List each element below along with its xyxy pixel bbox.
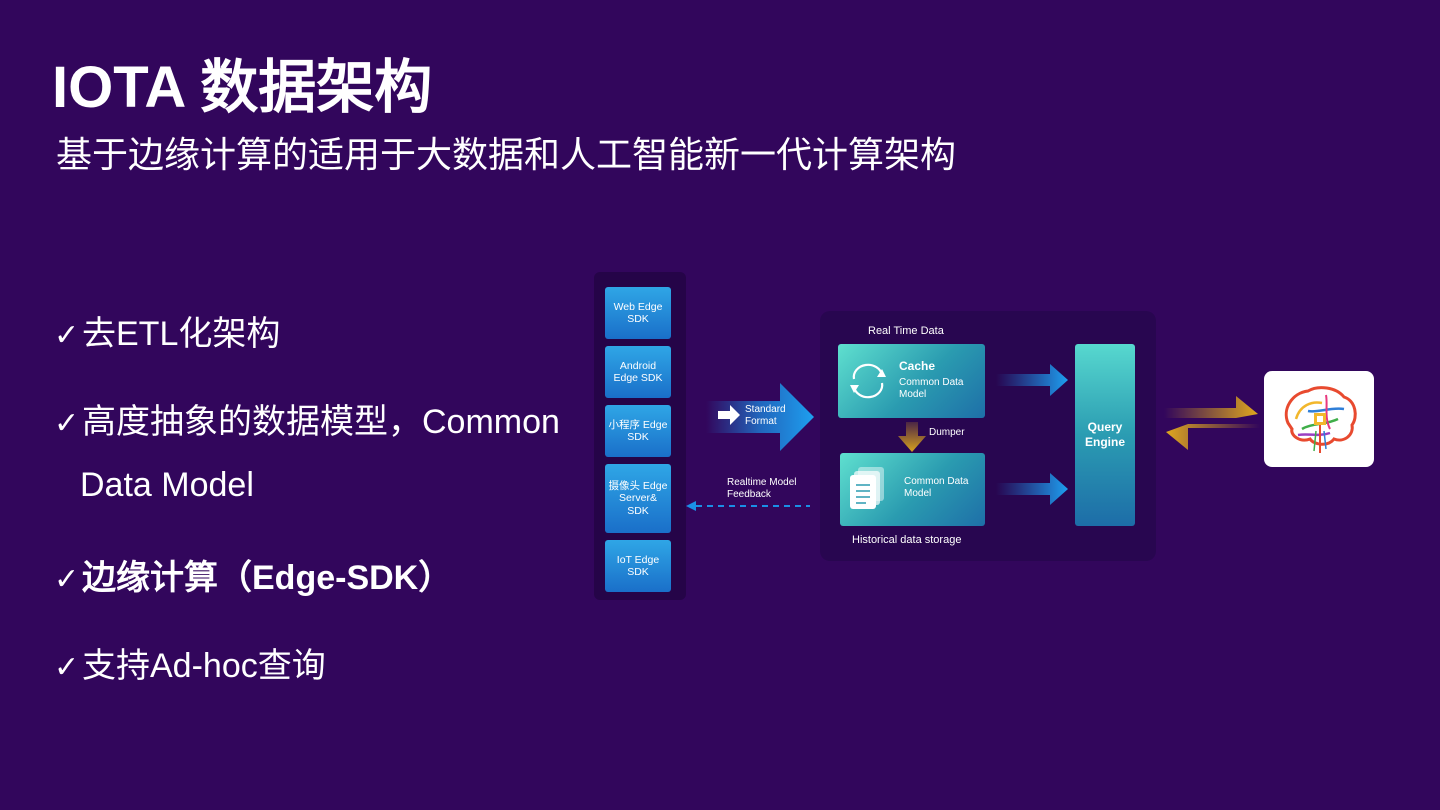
feature-item-etl: ✓ 去ETL化架构 [54,306,280,355]
feature-item-edge: ✓ 边缘计算（Edge-SDK） [54,550,452,599]
sdk-column: Web Edge SDK Android Edge SDK 小程序 Edge S… [594,272,686,600]
check-icon: ✓ [54,407,80,440]
sdk-box-android: Android Edge SDK [605,346,671,398]
real-time-data-label: Real Time Data [868,325,944,337]
document-stack-icon [850,467,884,509]
historical-storage-label: Historical data storage [852,534,962,546]
feedback-arrow [686,501,810,511]
cache-box: Cache Common Data Model [838,344,985,418]
feature-text: 边缘计算（Edge-SDK） [82,559,453,597]
feature-text: 支持Ad-hoc查询 [82,647,326,685]
sdk-box-camera: 摄像头 Edge Server& SDK [605,464,671,533]
sdk-box-miniprogram: 小程序 Edge SDK [605,405,671,457]
dumper-arrow [898,422,926,452]
sdk-box-iot: IoT Edge SDK [605,540,671,592]
ai-brain-card [1264,371,1374,467]
feedback-label: Realtime Model Feedback [727,477,797,500]
page-subtitle: 基于边缘计算的适用于大数据和人工智能新一代计算架构 [56,134,957,175]
storage-box: Common Data Model [840,453,985,526]
feature-text-continuation: Data Model [80,466,254,504]
page-title: IOTA 数据架构 [52,55,433,120]
cache-title: Cache [899,359,936,373]
dumper-label: Dumper [929,427,965,438]
refresh-icon [850,363,886,399]
cache-to-query-arrow [996,364,1068,396]
cache-subtitle: Common Data Model [899,377,964,400]
storage-box-label: Common Data Model [904,476,969,499]
check-icon: ✓ [54,651,80,684]
bidirectional-arrows [1164,396,1260,450]
standard-format-arrow [706,383,814,451]
feature-text: 去ETL化架构 [82,315,281,353]
sdk-box-web: Web Edge SDK [605,287,671,339]
standard-format-label: Standard Format [745,404,786,427]
feature-item-data-model: ✓ 高度抽象的数据模型，Common [54,394,560,443]
storage-to-query-arrow [996,473,1068,505]
feature-item-adhoc: ✓ 支持Ad-hoc查询 [54,638,326,687]
feature-text: 高度抽象的数据模型，Common [82,403,560,441]
query-engine-box: Query Engine [1075,344,1135,526]
check-icon: ✓ [54,563,80,596]
brain-icon [1284,386,1357,453]
check-icon: ✓ [54,319,80,352]
